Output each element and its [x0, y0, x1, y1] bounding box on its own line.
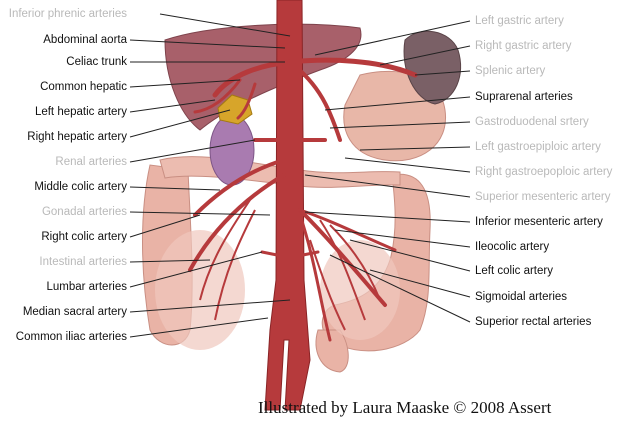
label-splenic-artery: Splenic artery — [475, 65, 546, 77]
label-ileocolic-artery: Ileocolic artery — [475, 241, 550, 253]
leader-lines-right — [304, 20, 471, 323]
label-median-sacral-artery: Median sacral artery — [22, 306, 127, 318]
label-renal-arteries: Renal arteries — [55, 156, 127, 168]
label-inferior-phrenic-arteries: Inferior phrenic arteries — [8, 8, 127, 20]
label-gastroduodenal-srtery: Gastroduodenal srtery — [475, 116, 589, 128]
label-right-hepatic-artery: Right hepatic artery — [27, 131, 127, 143]
label-common-iliac-arteries: Common iliac arteries — [15, 331, 127, 343]
label-right-gastric-artery: Right gastric artery — [475, 40, 572, 52]
illustrator-credit: Illustrated by Laura Maaske © 2008 Asser… — [258, 398, 552, 417]
label-superior-mesenteric-artery: Superior mesenteric artery — [475, 191, 611, 203]
label-right-colic-artery: Right colic artery — [41, 231, 127, 243]
label-middle-colic-artery: Middle colic artery — [34, 181, 127, 193]
label-common-hepatic: Common hepatic — [40, 81, 127, 93]
label-left-gastroepiploic-artery: Left gastroepiploic artery — [475, 141, 601, 153]
label-right-gastroepoploic-artery: Right gastroepoploic artery — [475, 166, 613, 178]
label-abdominal-aorta: Abdominal aorta — [43, 34, 127, 46]
label-left-hepatic-artery: Left hepatic artery — [34, 106, 127, 118]
abdominal-aorta — [264, 0, 311, 411]
leader-lines-left — [129, 13, 291, 338]
label-celiac-trunk: Celiac trunk — [66, 56, 127, 68]
label-superior-rectal-arteries: Superior rectal arteries — [475, 316, 592, 328]
label-lumbar-arteries: Lumbar arteries — [46, 281, 127, 293]
label-left-gastric-artery: Left gastric artery — [475, 15, 564, 27]
spleen — [403, 30, 462, 105]
label-intestinal-arteries: Intestinal arteries — [39, 256, 127, 268]
label-gonadal-arteries: Gonadal arteries — [41, 206, 127, 218]
artery-branches — [188, 57, 418, 342]
label-left-colic-artery: Left colic artery — [475, 265, 553, 277]
adrenal-gland — [217, 94, 253, 125]
label-inferior-mesenteric-artery: Inferior mesenteric artery — [475, 216, 603, 228]
label-suprarenal-arteries: Suprarenal arteries — [475, 91, 573, 103]
rectum — [315, 329, 349, 373]
label-sigmoidal-arteries: Sigmoidal arteries — [475, 291, 568, 303]
